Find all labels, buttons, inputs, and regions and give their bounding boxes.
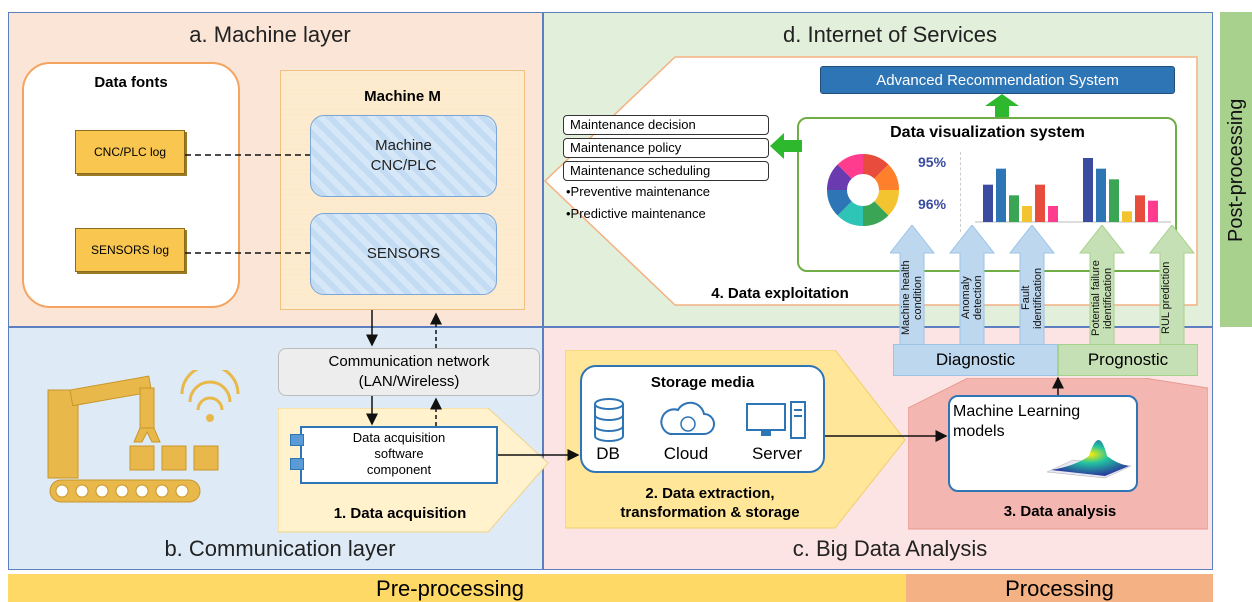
up-arrow-green: [985, 94, 1019, 118]
db-icon: [594, 398, 624, 442]
donut-slice-7: [837, 154, 863, 179]
bar-1-5: [1148, 200, 1158, 222]
machine-sensors-block: SENSORS: [310, 213, 497, 295]
donut-slice-3: [863, 201, 889, 226]
step4-label: 4. Data exploitation: [711, 285, 849, 302]
machine-cnc-line2: CNC/PLC: [370, 157, 437, 174]
acq-line1: Data acquisition: [352, 430, 446, 445]
donut-slice-0: [863, 154, 889, 179]
post-processing-bar: [1220, 12, 1252, 327]
ml-models-label: Machine Learning models: [953, 402, 1083, 442]
donut-slice-1: [874, 164, 899, 190]
kpi-95: 95%: [918, 154, 947, 170]
data-visualization-title: Data visualization system: [890, 124, 1085, 141]
bar-0-5: [1048, 206, 1058, 222]
big-data-title: c. Big Data Analysis: [792, 536, 988, 561]
donut-slice-2: [874, 190, 899, 216]
processing-bar: [906, 574, 1213, 602]
donut-slice-6: [827, 164, 852, 190]
pre-processing-label: Pre-processing: [376, 576, 524, 601]
bar-0-1: [996, 168, 1006, 222]
network-line1: Communication network: [328, 353, 490, 370]
pre-processing-bar: [8, 574, 906, 602]
server-label: Server: [751, 444, 803, 463]
ml-line2: models: [953, 423, 1005, 440]
machine-m-title: Machine M: [364, 88, 441, 105]
step2-label: 2. Data extraction, transformation & sto…: [580, 484, 840, 522]
cloud-label: Cloud: [663, 444, 709, 463]
machine-cnc-plc-block: Machine CNC/PLC: [310, 115, 497, 197]
server-icon: [746, 401, 806, 439]
donut-slice-5: [827, 190, 852, 216]
bar-0-4: [1035, 184, 1045, 222]
bar-0-2: [1009, 195, 1019, 222]
bar-1-0: [1083, 158, 1093, 222]
predictive-maintenance: •Predictive maintenance: [566, 206, 706, 221]
step2-line1: 2. Data extraction,: [645, 485, 775, 502]
bar-1-1: [1096, 168, 1106, 222]
storage-media-title: Storage media: [650, 374, 755, 391]
bar-0-0: [983, 184, 993, 222]
component-port-bottom: [290, 458, 304, 470]
cnc-plc-log-note: CNC/PLC log: [75, 130, 185, 174]
robot-conveyor-illustration: [47, 370, 240, 503]
bar-1-3: [1122, 211, 1132, 222]
db-label: DB: [596, 444, 620, 463]
donut-slice-4: [837, 201, 863, 226]
cloud-icon: [660, 401, 715, 435]
kpi-96: 96%: [918, 196, 947, 212]
data-fonts-title: Data fonts: [94, 74, 168, 91]
acq-line2: software: [374, 446, 424, 461]
donut-chart: [827, 154, 899, 226]
analysis-up-arrows: [890, 225, 1196, 346]
preventive-maintenance: •Preventive maintenance: [566, 184, 711, 199]
bar-0-3: [1022, 206, 1032, 222]
step3-label: 3. Data analysis: [1003, 503, 1117, 520]
ml-line1: Machine Learning: [953, 403, 1081, 420]
internet-services-title: d. Internet of Services: [783, 22, 997, 47]
diagnostic-box: Diagnostic: [893, 344, 1058, 376]
prognostic-box: Prognostic: [1058, 344, 1198, 376]
left-arrow-green: [770, 133, 802, 159]
sensors-log-note: SENSORS log: [75, 228, 185, 272]
acq-line3: component: [366, 462, 432, 477]
bar-1-4: [1135, 195, 1145, 222]
maintenance-scheduling: Maintenance scheduling: [563, 161, 769, 181]
processing-label: Processing: [1005, 576, 1114, 601]
network-line2: (LAN/Wireless): [358, 373, 460, 390]
component-port-top: [290, 434, 304, 446]
machine-layer-title: a. Machine layer: [189, 22, 351, 47]
step1-label: 1. Data acquisition: [333, 505, 467, 522]
machine-cnc-line1: Machine: [375, 137, 432, 154]
kpi-divider: [960, 152, 961, 232]
data-acquisition-component: Data acquisition software component: [300, 426, 498, 484]
ml-surface-plot-icon: [1046, 440, 1132, 479]
step2-line2: transformation & storage: [620, 504, 800, 521]
maintenance-policy: Maintenance policy: [563, 138, 769, 158]
machine-sensors-label: SENSORS: [366, 245, 441, 262]
communication-network-box: Communication network (LAN/Wireless): [278, 348, 540, 396]
bar-1-2: [1109, 179, 1119, 222]
communication-layer-title: b. Communication layer: [164, 536, 396, 561]
maintenance-decision: Maintenance decision: [563, 115, 769, 135]
bar-chart: [975, 158, 1171, 223]
recommendation-system-box: Advanced Recommendation System: [820, 66, 1175, 94]
